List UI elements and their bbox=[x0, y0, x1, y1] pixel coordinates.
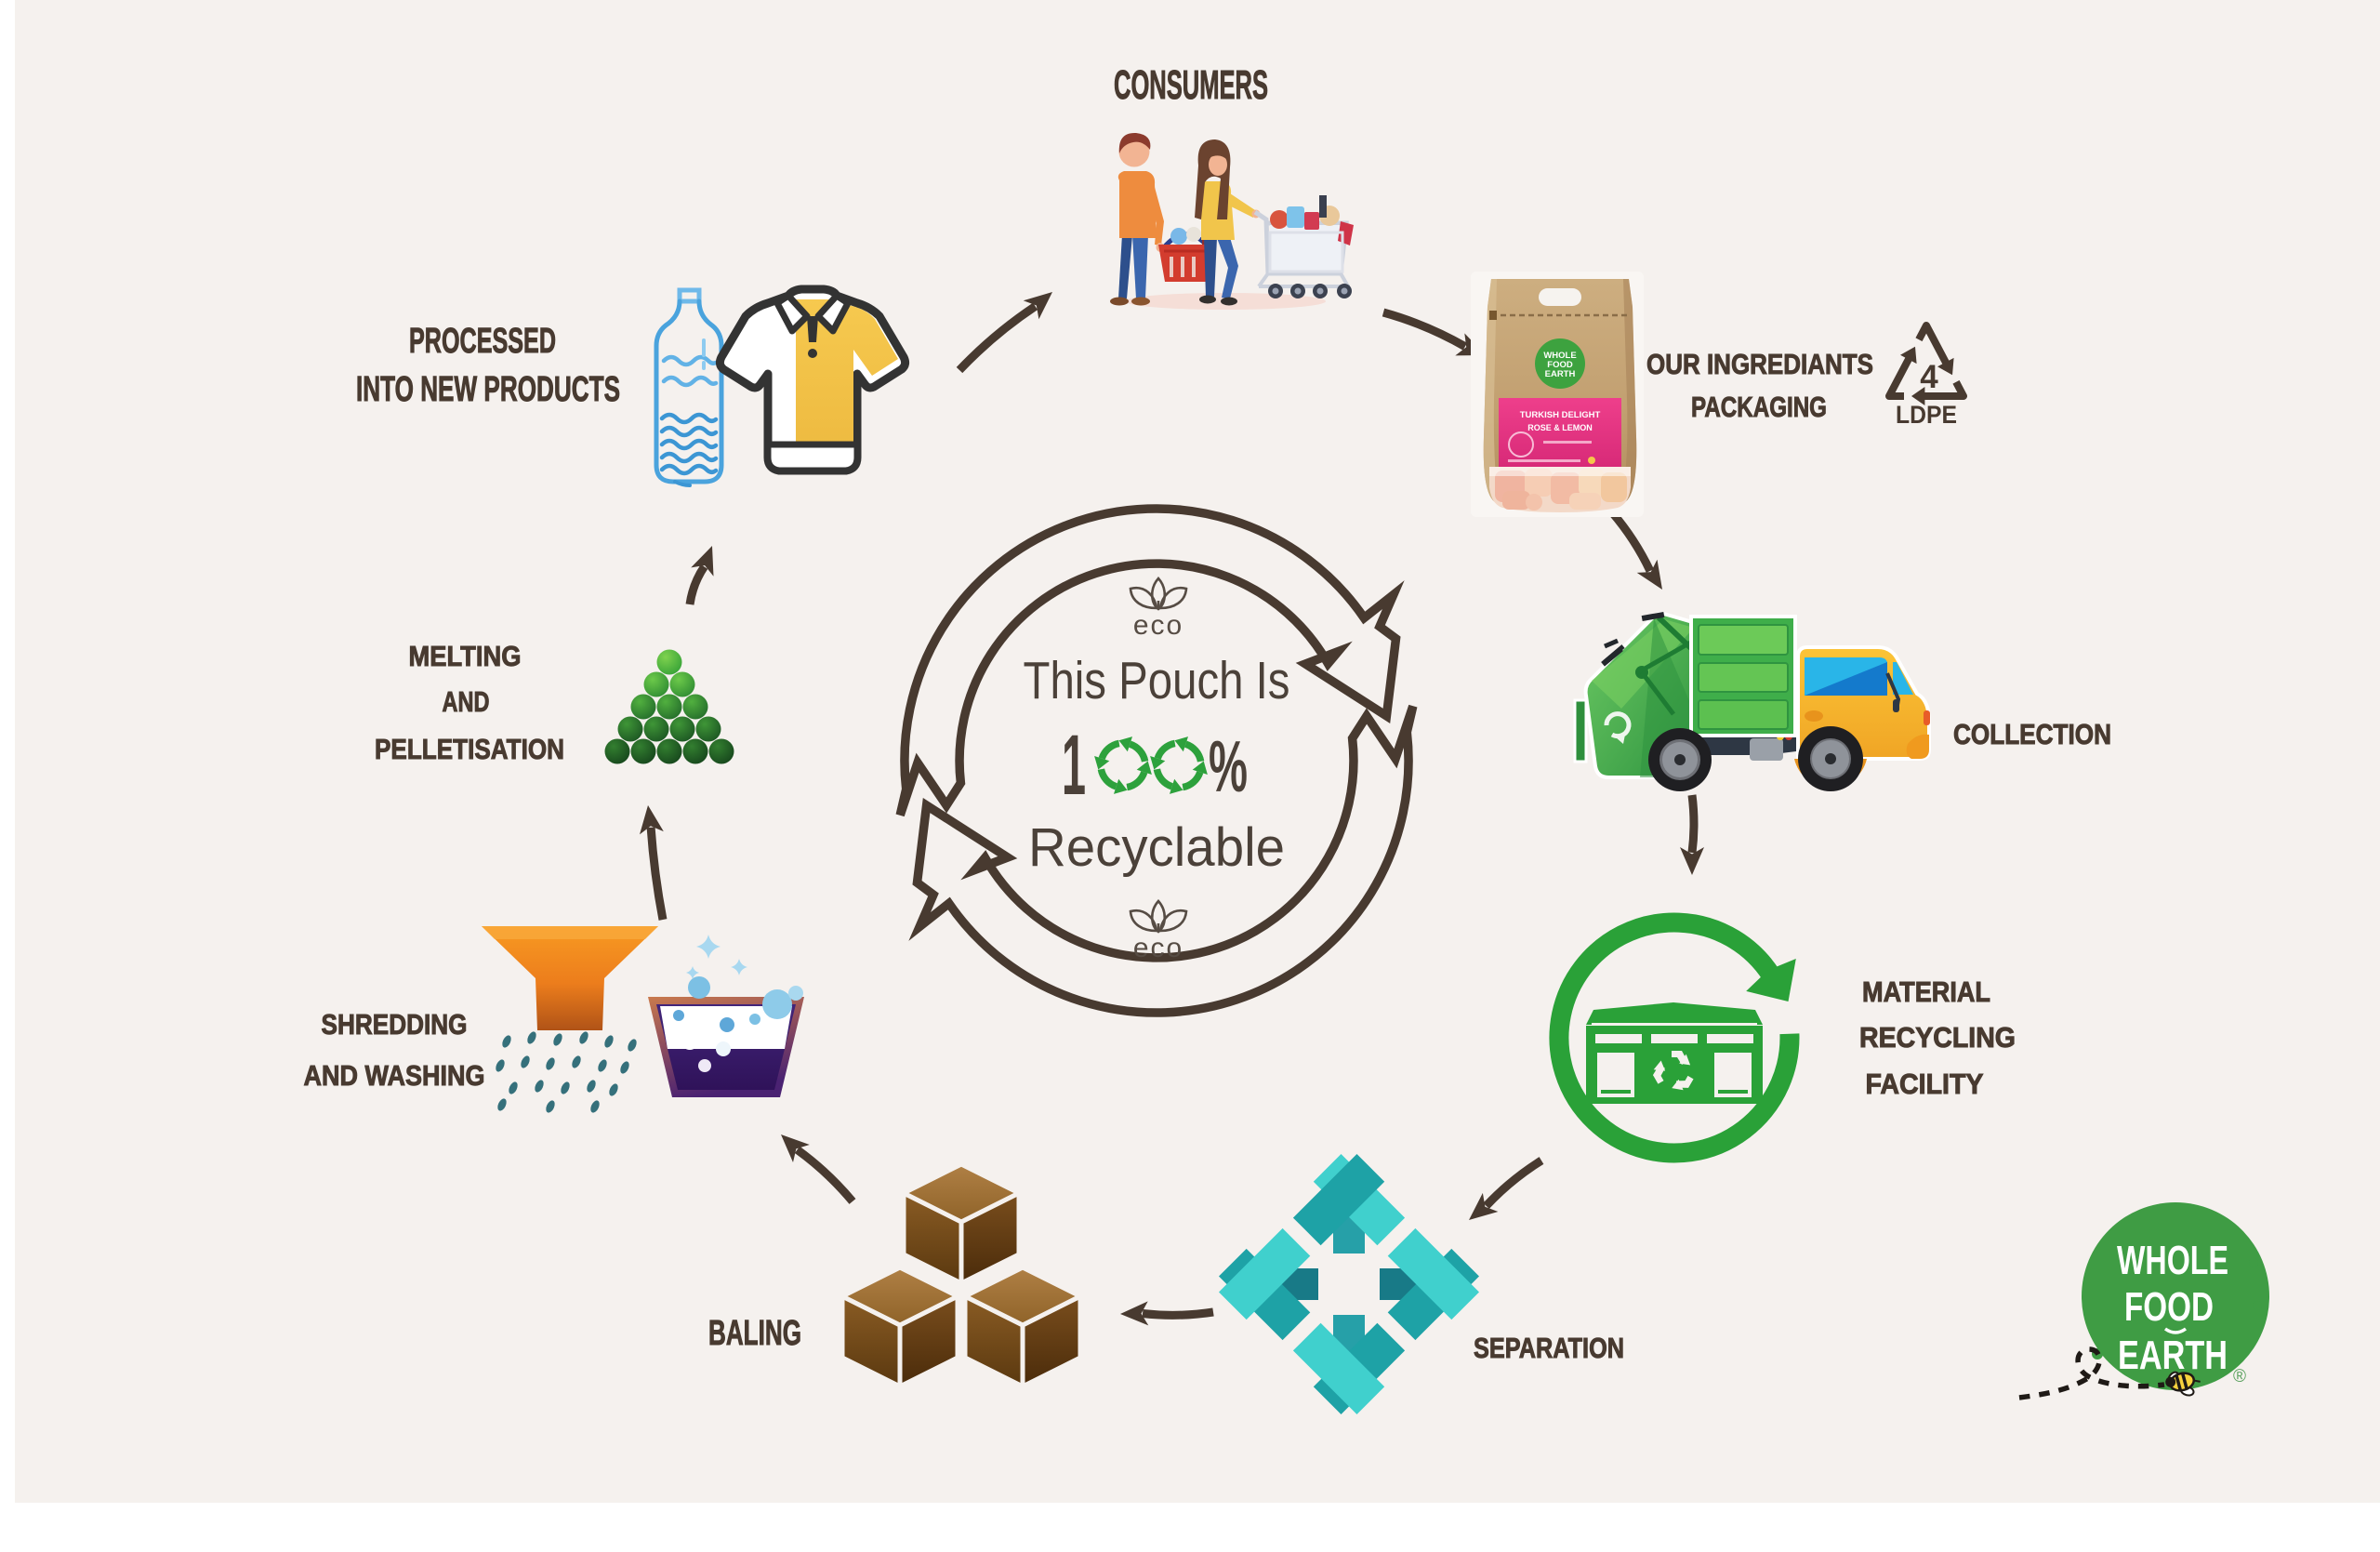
svg-text:INTO NEW PRODUCTS: INTO NEW PRODUCTS bbox=[356, 370, 620, 409]
svg-text:SEPARATION: SEPARATION bbox=[1474, 1332, 1624, 1364]
svg-text:WHOLE: WHOLE bbox=[2117, 1238, 2228, 1283]
svg-text:PACKAGING: PACKAGING bbox=[1691, 391, 1827, 423]
svg-text:OUR INGREDIANTS: OUR INGREDIANTS bbox=[1646, 348, 1873, 380]
svg-text:FOOD: FOOD bbox=[2124, 1284, 2214, 1330]
svg-text:TURKISH DELIGHT: TURKISH DELIGHT bbox=[1520, 410, 1601, 420]
svg-text:COLLECTION: COLLECTION bbox=[1953, 718, 2111, 750]
svg-text:%: % bbox=[1209, 725, 1248, 807]
svg-text:Recyclable: Recyclable bbox=[1028, 817, 1285, 878]
svg-text:AND WASHING: AND WASHING bbox=[304, 1059, 485, 1092]
svg-text:WHOLE: WHOLE bbox=[1543, 351, 1576, 361]
svg-text:MATERIAL: MATERIAL bbox=[1862, 975, 1990, 1008]
svg-text:FOOD: FOOD bbox=[1547, 360, 1573, 370]
svg-text:MELTING: MELTING bbox=[409, 640, 522, 672]
svg-text:eco: eco bbox=[1133, 933, 1183, 963]
svg-text:4: 4 bbox=[1920, 359, 1938, 395]
svg-text:CONSUMERS: CONSUMERS bbox=[1114, 62, 1268, 108]
svg-text:PELLETISATION: PELLETISATION bbox=[375, 733, 564, 765]
svg-text:AND: AND bbox=[443, 685, 490, 718]
svg-text:EARTH: EARTH bbox=[2118, 1333, 2228, 1378]
svg-text:PROCESSED: PROCESSED bbox=[409, 322, 556, 361]
svg-text:1: 1 bbox=[1062, 718, 1086, 813]
svg-text:BALING: BALING bbox=[708, 1314, 801, 1353]
svg-text:FACILITY: FACILITY bbox=[1866, 1068, 1984, 1100]
svg-text:LDPE: LDPE bbox=[1896, 401, 1957, 429]
svg-text:This Pouch Is: This Pouch Is bbox=[1024, 651, 1290, 710]
svg-text:EARTH: EARTH bbox=[1545, 369, 1576, 379]
svg-text:ROSE & LEMON: ROSE & LEMON bbox=[1527, 423, 1593, 432]
svg-text:SHREDDING: SHREDDING bbox=[322, 1008, 468, 1041]
svg-text:eco: eco bbox=[1133, 610, 1183, 641]
svg-text:RECYCLING: RECYCLING bbox=[1859, 1021, 2016, 1054]
svg-text:®: ® bbox=[2233, 1367, 2246, 1386]
